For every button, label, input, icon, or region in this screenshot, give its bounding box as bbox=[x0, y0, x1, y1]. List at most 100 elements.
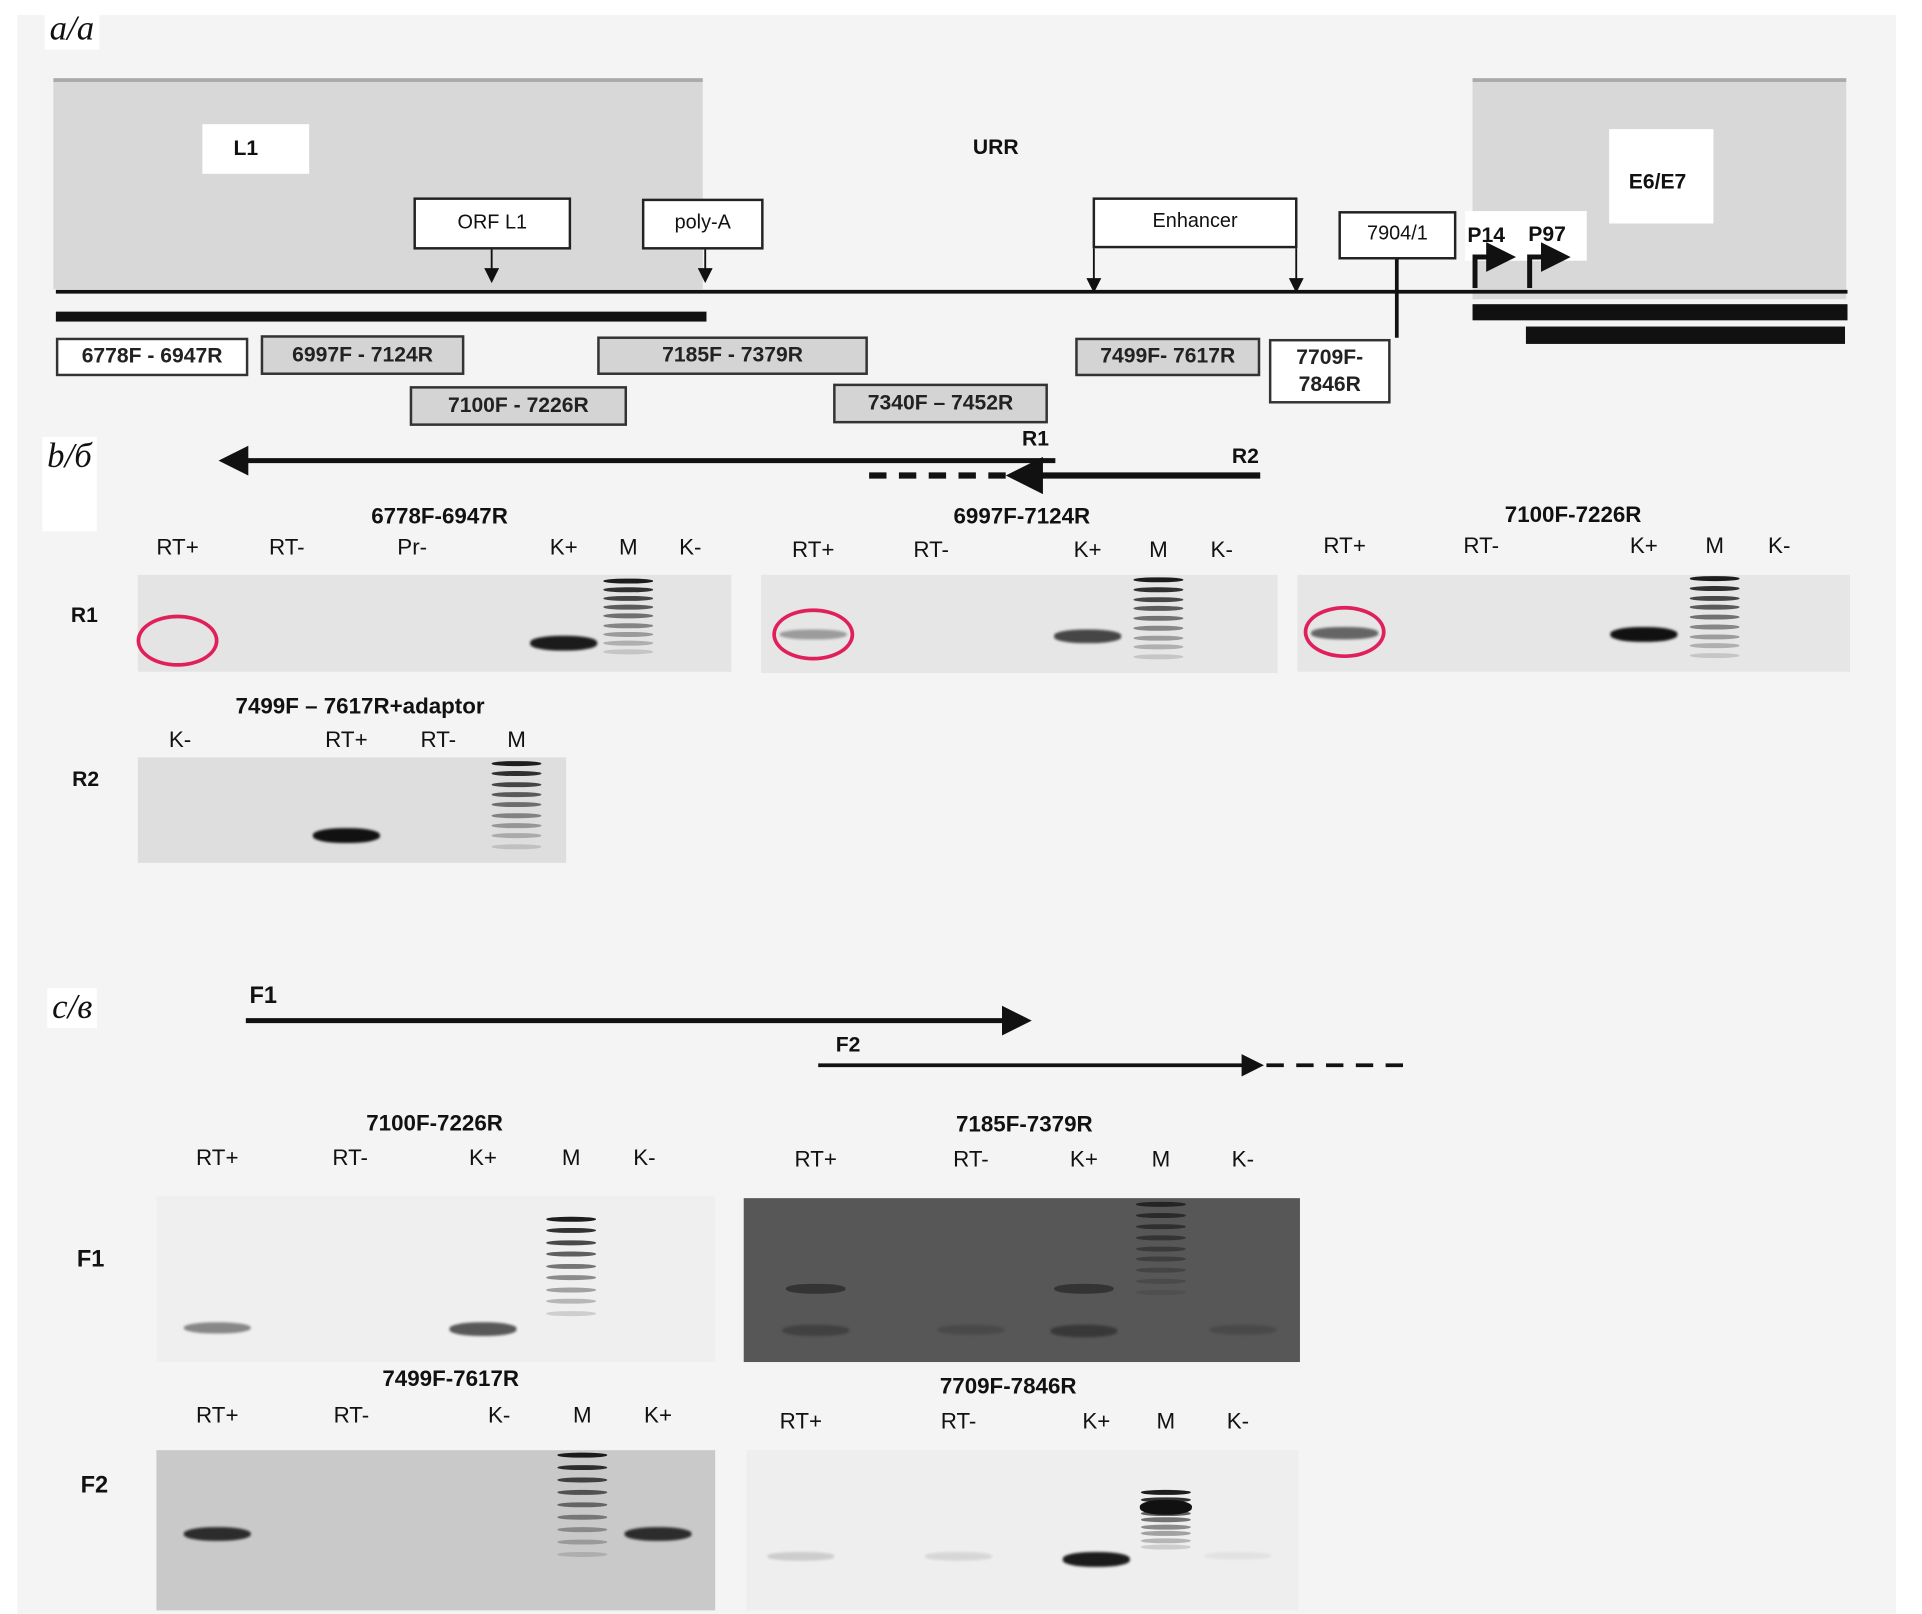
lane-label: M bbox=[618, 534, 638, 560]
ladder-band bbox=[603, 622, 654, 628]
ladder-band bbox=[1689, 653, 1740, 659]
ladder-band bbox=[1689, 634, 1740, 639]
ladder-band bbox=[1133, 635, 1184, 641]
ladder-band bbox=[557, 1514, 608, 1520]
row-label-f1: F1 bbox=[76, 1246, 105, 1273]
p97-arrow-icon bbox=[1527, 242, 1571, 289]
primer-7100f-7226r: 7100F - 7226R bbox=[409, 386, 628, 426]
highlight-circle bbox=[1303, 605, 1386, 659]
ladder-band bbox=[546, 1240, 596, 1246]
dna-band bbox=[1209, 1324, 1277, 1335]
ladder-band bbox=[603, 640, 654, 646]
row-label-r1: R1 bbox=[70, 603, 98, 628]
lane-label: K- bbox=[1768, 533, 1791, 559]
lane-label: K+ bbox=[549, 534, 578, 560]
lane-label: M bbox=[572, 1402, 592, 1428]
gel-image-c2 bbox=[743, 1198, 1300, 1363]
lane-label: RT- bbox=[332, 1145, 368, 1171]
ladder-band bbox=[1689, 624, 1740, 630]
lane-label: RT- bbox=[333, 1402, 370, 1428]
lane-label: K- bbox=[1231, 1146, 1255, 1172]
poly-a-box: poly-A bbox=[641, 198, 764, 250]
dna-band bbox=[1204, 1552, 1272, 1560]
ladder-band bbox=[1133, 577, 1184, 583]
primer-6997f-7124r: 6997F - 7124R bbox=[260, 335, 465, 375]
ladder-band bbox=[1689, 643, 1740, 649]
ladder-band bbox=[557, 1552, 608, 1557]
ladder-band bbox=[491, 812, 542, 818]
dna-band bbox=[924, 1552, 993, 1561]
dna-band bbox=[1050, 1324, 1118, 1338]
lane-label: K+ bbox=[1629, 533, 1658, 559]
ladder-band bbox=[1689, 576, 1740, 582]
lane-label: RT+ bbox=[794, 1146, 837, 1172]
lane-label: RT- bbox=[269, 534, 305, 560]
ladder-band bbox=[557, 1489, 608, 1495]
promoter-p97-label: P97 bbox=[1528, 222, 1566, 246]
section-label-b: b/б bbox=[42, 437, 97, 532]
lane-label: RT- bbox=[953, 1146, 989, 1172]
ladder-band bbox=[1141, 1489, 1191, 1495]
ladder-band bbox=[557, 1527, 608, 1533]
ladder-band bbox=[1136, 1290, 1186, 1296]
p14-arrow-icon bbox=[1472, 242, 1516, 289]
ladder-band bbox=[557, 1465, 608, 1471]
ladder-band bbox=[1689, 605, 1740, 611]
ladder-band bbox=[557, 1477, 608, 1483]
r1-arrow-label: R1 bbox=[1022, 427, 1049, 451]
lane-label: RT- bbox=[940, 1408, 977, 1434]
lane-label: RT+ bbox=[779, 1408, 823, 1434]
ladder-band bbox=[1136, 1201, 1186, 1207]
ladder-band bbox=[546, 1251, 596, 1257]
ladder-band bbox=[603, 631, 654, 637]
lane-label: RT+ bbox=[1323, 533, 1366, 559]
e6e7-transcript-bar-1 bbox=[1472, 304, 1848, 321]
lane-label: RT- bbox=[913, 536, 949, 562]
l1-transcript-bar bbox=[55, 311, 707, 322]
lane-label: RT- bbox=[1463, 533, 1500, 559]
lane-label: M bbox=[507, 726, 526, 752]
ladder-band bbox=[1689, 595, 1740, 601]
ladder-band bbox=[1136, 1268, 1186, 1274]
lane-label: M bbox=[1156, 1408, 1176, 1434]
ladder-band bbox=[546, 1263, 596, 1269]
ladder-band bbox=[603, 596, 654, 602]
ladder-band bbox=[1133, 625, 1184, 631]
highlight-circle bbox=[136, 614, 219, 667]
ladder-band bbox=[1141, 1531, 1191, 1537]
section-label-a: a/a bbox=[44, 9, 100, 50]
ladder-band bbox=[1136, 1246, 1186, 1251]
dna-band bbox=[183, 1322, 251, 1334]
dna-band bbox=[782, 1324, 850, 1336]
lane-label: RT+ bbox=[196, 1402, 239, 1428]
urr-label: URR bbox=[972, 135, 1019, 159]
dna-band bbox=[312, 828, 380, 844]
gel-title: 7185F-7379R bbox=[955, 1111, 1093, 1137]
dna-band-upper bbox=[785, 1283, 846, 1294]
ladder-band bbox=[491, 761, 542, 767]
r2-arrow-label: R2 bbox=[1231, 444, 1259, 469]
ladder-band bbox=[1689, 614, 1740, 620]
l1-label: L1 bbox=[233, 136, 259, 161]
ladder-band bbox=[1136, 1279, 1186, 1285]
lane-label: K+ bbox=[1073, 536, 1102, 562]
primer-6778f-6947r: 6778F - 6947R bbox=[55, 337, 249, 377]
lane-label: K- bbox=[1210, 536, 1233, 562]
ladder-band bbox=[603, 587, 654, 593]
ladder-band bbox=[603, 649, 654, 655]
dna-band bbox=[624, 1527, 692, 1541]
gel-title: 6997F-7124R bbox=[953, 503, 1091, 529]
gel-title: 7709F-7846R bbox=[939, 1373, 1077, 1399]
ladder-band bbox=[557, 1502, 608, 1508]
lane-label: M bbox=[1149, 536, 1168, 562]
lane-label: RT+ bbox=[325, 726, 368, 752]
dna-band bbox=[767, 1552, 835, 1561]
lane-label: RT- bbox=[420, 726, 457, 752]
primer-7709f-7846r: 7709F- 7846R bbox=[1268, 338, 1391, 404]
ladder-band bbox=[1141, 1517, 1191, 1523]
ladder-band bbox=[1141, 1538, 1191, 1544]
ladder-band bbox=[546, 1298, 596, 1304]
primer-7185f-7379r: 7185F - 7379R bbox=[597, 336, 868, 375]
